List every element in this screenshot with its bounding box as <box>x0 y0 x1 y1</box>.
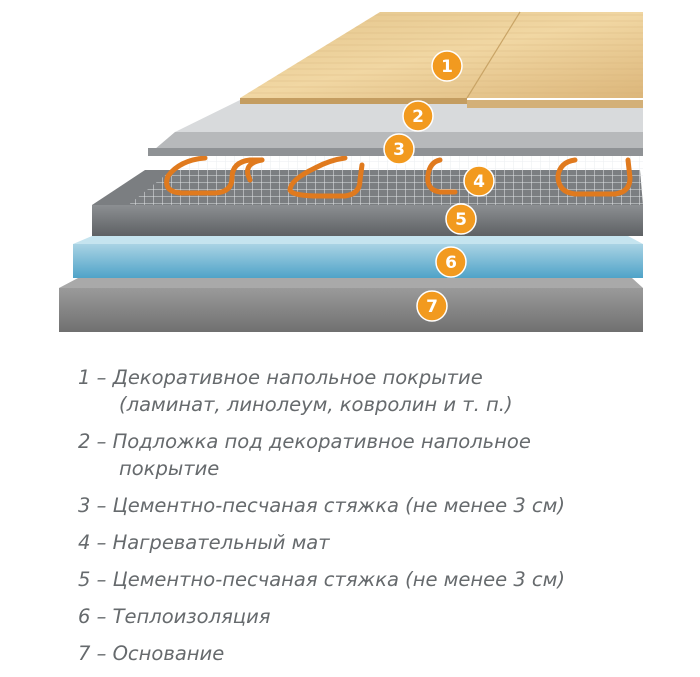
layer-base <box>59 278 643 332</box>
legend-number: 4 <box>78 531 91 554</box>
badge-6: 6 <box>435 246 467 278</box>
legend-text: Цементно-песчаная стяжка (не менее 3 см) <box>112 568 565 591</box>
badge-7-label: 7 <box>426 297 438 317</box>
legend-text: Теплоизоляция <box>112 605 271 628</box>
legend-separator: – <box>96 568 107 591</box>
badge-6-label: 6 <box>445 253 457 273</box>
legend-number: 7 <box>78 642 91 665</box>
layers-legend: 1 – Декоративное напольное покрытие (лам… <box>78 364 678 677</box>
badge-4: 4 <box>463 165 495 197</box>
badge-5: 5 <box>445 203 477 235</box>
legend-item-7: 7 – Основание <box>78 640 678 667</box>
legend-text-continued: покрытие <box>119 457 220 480</box>
legend-separator: – <box>96 642 107 665</box>
floor-layers-diagram: 1 2 3 4 5 6 7 <box>59 11 643 332</box>
badge-7: 7 <box>416 290 448 322</box>
legend-number: 2 <box>78 430 91 453</box>
badge-3: 3 <box>383 133 415 165</box>
legend-text: Нагревательный мат <box>112 531 330 554</box>
legend-item-3: 3 – Цементно-песчаная стяжка (не менее 3… <box>78 492 678 519</box>
badge-3-label: 3 <box>393 140 405 160</box>
badge-2: 2 <box>402 100 434 132</box>
legend-item-1: 1 – Декоративное напольное покрытие (лам… <box>78 364 678 418</box>
legend-number: 6 <box>78 605 91 628</box>
legend-text-continued: (ламинат, линолеум, ковролин и т. п.) <box>119 393 513 416</box>
badge-2-label: 2 <box>412 107 424 127</box>
badge-5-label: 5 <box>455 210 467 230</box>
legend-text: Цементно-песчаная стяжка (не менее 3 см) <box>112 494 565 517</box>
badge-4-label: 4 <box>473 172 485 192</box>
legend-text: Декоративное напольное покрытие <box>112 366 483 389</box>
legend-separator: – <box>96 430 107 453</box>
legend-separator: – <box>96 531 107 554</box>
legend-item-6: 6 – Теплоизоляция <box>78 603 678 630</box>
legend-item-4: 4 – Нагревательный мат <box>78 529 678 556</box>
layer-insulation <box>73 236 643 278</box>
legend-number: 1 <box>78 366 91 389</box>
layer-heating-mat <box>128 155 643 205</box>
legend-item-5: 5 – Цементно-песчаная стяжка (не менее 3… <box>78 566 678 593</box>
legend-number: 3 <box>78 494 91 517</box>
badge-1-label: 1 <box>441 57 453 77</box>
legend-number: 5 <box>78 568 91 591</box>
legend-item-2: 2 – Подложка под декоративное напольное … <box>78 428 678 482</box>
legend-text: Основание <box>112 642 225 665</box>
legend-separator: – <box>96 494 107 517</box>
legend-separator: – <box>96 605 107 628</box>
legend-separator: – <box>96 366 107 389</box>
badge-1: 1 <box>431 50 463 82</box>
legend-text: Подложка под декоративное напольное <box>112 430 531 453</box>
